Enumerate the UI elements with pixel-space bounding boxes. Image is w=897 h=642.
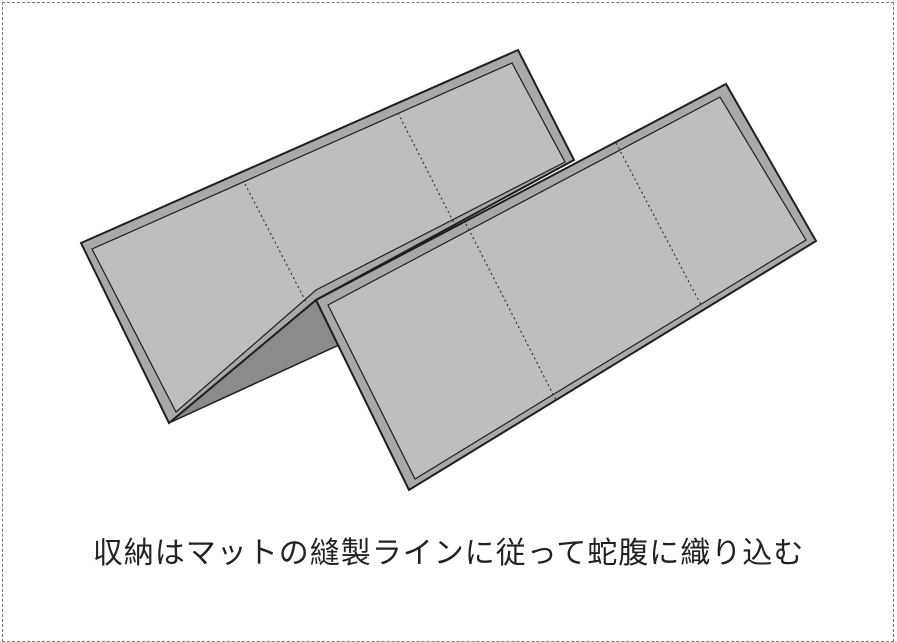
back-stitch-line-1: [244, 183, 307, 303]
folded-mat-illustration: [79, 48, 818, 492]
back-panel-face: [91, 62, 566, 413]
caption-text: 収納はマットの縫製ラインに従って蛇腹に織り込む: [92, 536, 805, 571]
front-panel-face: [327, 96, 807, 480]
front-stitch-line-2: [615, 142, 702, 306]
back-stitch-line-2: [397, 112, 457, 228]
